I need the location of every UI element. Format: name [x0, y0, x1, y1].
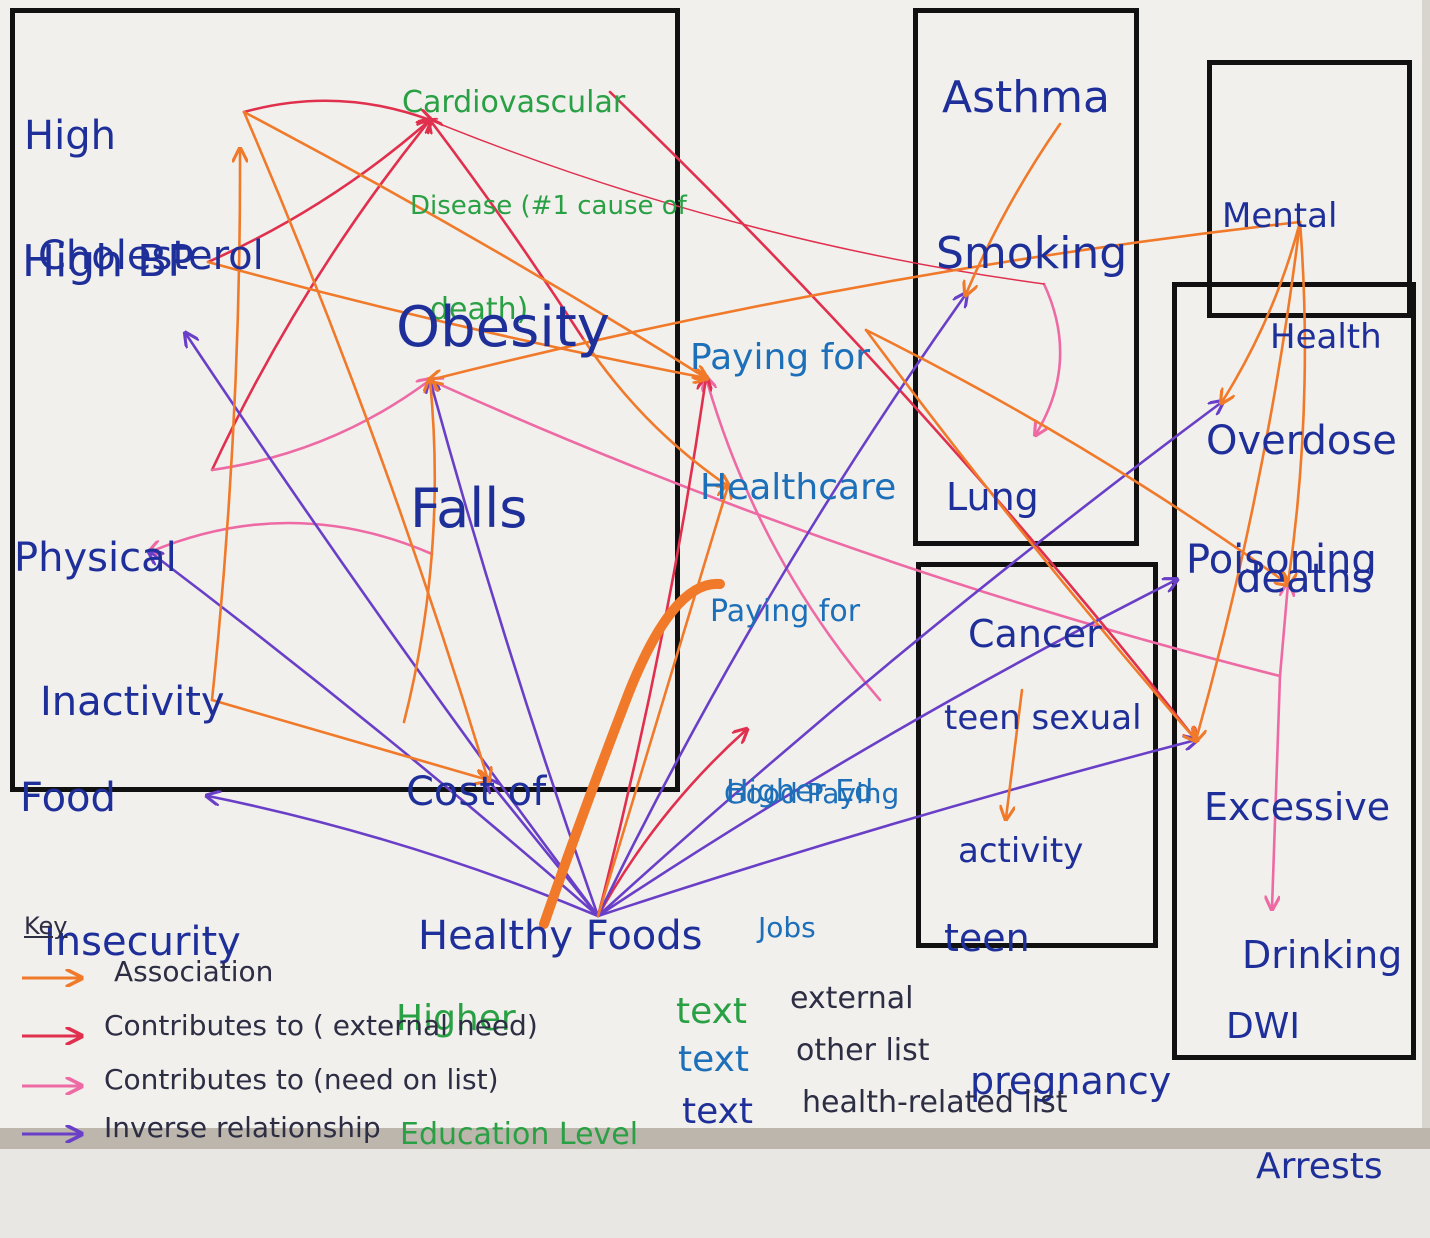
key-item-contributes-list: Contributes to (need on list): [104, 1063, 499, 1096]
node-food-insecurity: Food Insecurity: [20, 775, 241, 965]
box-teen-group: [916, 562, 1158, 948]
node-asthma: Asthma: [942, 72, 1110, 123]
node-cost-healthy-foods: Cost of Healthy Foods: [406, 769, 703, 959]
edge-higher_ed_level-to-paying_healthcare: [596, 378, 706, 918]
edge-high_cholesterol-to-cost_healthy: [242, 110, 488, 780]
edge-higher_ed_level-to-high_bp: [186, 334, 600, 918]
edge-mental_health-to-excessive_drinking: [1196, 220, 1302, 740]
node-smoking: Smoking: [936, 228, 1128, 279]
box-mental-health: [1207, 60, 1412, 318]
node-paying-healthcare: Paying for Healthcare: [690, 337, 897, 508]
edge-mental_health-to-overdose: [1222, 220, 1302, 402]
edge-higher_ed_level-to-excessive_drinking: [596, 740, 1196, 918]
edge-food_insecurity-to-cost_healthy: [210, 698, 488, 780]
edge-higher_ed_level-to-cost_healthy: [488, 780, 600, 918]
edge-higher_ed_level-to-paying_higher_ed: [596, 486, 728, 918]
edge-higher_ed_level-to-food_insecurity: [208, 796, 600, 918]
edge-mental_health-to-obesity: [430, 220, 1302, 380]
edge-cardiovascular-to-excessive_drinking: [608, 90, 1196, 740]
edge-high_cholesterol-to-cardiovascular: [242, 99, 430, 120]
legend-sample-health-list: text: [682, 1091, 754, 1132]
node-lung-cancer: Lung Cancer: [946, 475, 1102, 656]
floor-strip: [0, 1128, 1430, 1149]
legend-desc-external: external: [790, 981, 914, 1016]
edge-thick-association-stroke: [539, 578, 725, 929]
node-high-bp: High BP: [22, 236, 194, 287]
whiteboard: [0, 0, 1430, 1149]
node-teen-sexual-activity: teen sexual activity: [944, 698, 1142, 871]
legend-desc-other-list: other list: [796, 1033, 930, 1068]
edge-paying_healthcare-to-poisoning: [864, 328, 1288, 584]
connections-layer: [22, 90, 1307, 1149]
edge-higher_ed_level-to-physical_inactivity: [150, 552, 600, 918]
node-poisoning: Poisoning: [1186, 537, 1377, 583]
node-higher-education-level: Higher Education Level: [396, 998, 639, 1152]
box-substance-group: [1172, 282, 1416, 1060]
node-good-paying-jobs: Good Paying Jobs: [724, 776, 900, 944]
edge-physical_inactivity-to-obesity: [210, 380, 430, 472]
legend-desc-health-list: health-related list: [802, 1085, 1068, 1120]
edge-mental_health-to-poisoning: [1288, 220, 1307, 584]
node-paying-higher-ed: Paying for Higher Ed: [710, 594, 874, 809]
node-physical-inactivity: Physical Inactivity: [14, 535, 225, 725]
edge-higher_ed_level-to-teen_sexual: [596, 580, 1176, 918]
box-cardio-group: [10, 8, 680, 792]
node-obesity: Obesity: [396, 295, 610, 360]
edge-excessive_drinking-to-dwi: [1272, 674, 1282, 908]
edge-obesity-to-paying_higher_ed: [582, 338, 728, 486]
node-excessive-drinking: Excessive Drinking: [1204, 784, 1403, 977]
edge-high_bp-to-paying_healthcare: [206, 260, 706, 378]
edge-higher_ed_level-to-overdose: [596, 402, 1222, 918]
legend-sample-other-list: text: [678, 1039, 750, 1080]
node-overdose-deaths: Overdose deaths: [1206, 418, 1397, 602]
edge-high_cholesterol-to-paying_healthcare: [242, 110, 706, 378]
edge-higher_ed_level-to-good_jobs: [596, 730, 746, 918]
edge-excessive_drinking-to-obesity: [430, 380, 1282, 678]
key-item-inverse: Inverse relationship: [104, 1111, 381, 1144]
edge-good_jobs-to-paying_healthcare: [706, 378, 882, 702]
node-teen-pregnancy: teen pregnancy: [944, 916, 1172, 1103]
edge-food_insecurity-to-high_cholesterol: [210, 150, 240, 702]
node-dwi-arrests: DWI Arrests: [1226, 1005, 1383, 1187]
edge-cost_healthy-to-obesity: [402, 380, 435, 724]
edge-falls-to-physical_inactivity: [150, 521, 434, 554]
edge-paying_healthcare-to-excessive_drinking: [864, 328, 1196, 740]
board-edge: [1422, 0, 1430, 1128]
node-cardiovascular-disease: Cardiovascular Disease (#1 cause of deat…: [402, 84, 687, 328]
edge-higher_ed_level-to-smoking: [596, 294, 966, 918]
node-mental-health: Mental Health: [1222, 196, 1382, 357]
key-item-contributes-external: Contributes to ( external need): [104, 1009, 538, 1042]
edge-smoking-to-lung_cancer: [1036, 282, 1062, 434]
edge-teen_sexual-to-teen_pregnancy: [1006, 688, 1024, 818]
edge-obesity-to-cardiovascular: [430, 120, 586, 342]
edge-excessive_drinking-to-poisoning: [1278, 584, 1288, 678]
key-item-association: Association: [114, 955, 274, 988]
node-high-cholesterol: High Cholesterol: [24, 113, 264, 279]
key-title: Key: [24, 912, 68, 940]
edge-asthma-to-smoking: [966, 122, 1062, 294]
node-falls: Falls: [410, 477, 528, 540]
legend-sample-external: text: [676, 991, 748, 1032]
